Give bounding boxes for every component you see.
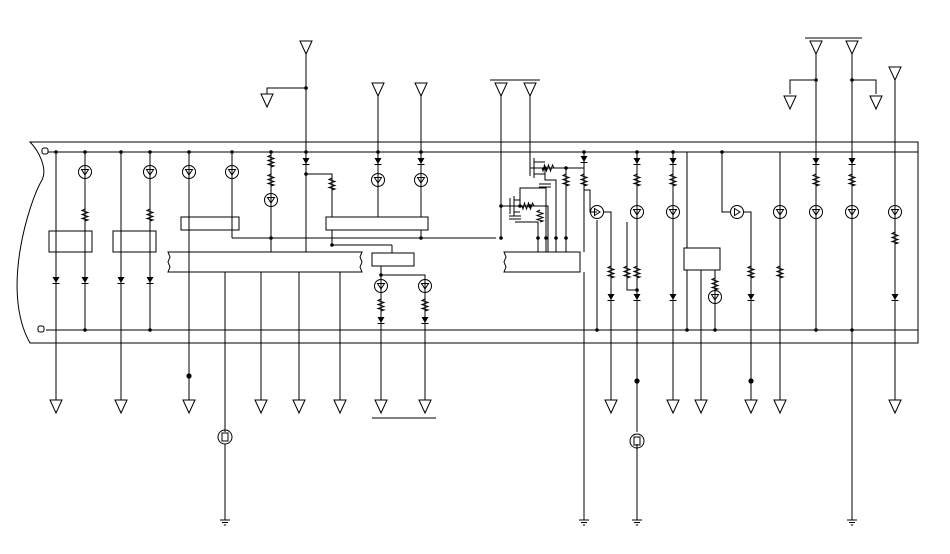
lamp-symbols	[78, 165, 902, 304]
module-box-f	[684, 248, 720, 270]
module-box-b	[113, 231, 156, 252]
control-unit-left	[168, 252, 362, 272]
module-box-c	[181, 217, 239, 230]
module-boxes	[49, 217, 720, 272]
triangle-terminals	[49, 40, 902, 414]
housing-outline	[17, 142, 918, 343]
resistor-symbols	[81, 154, 899, 312]
ground-symbols	[219, 513, 858, 526]
module-box-a	[49, 231, 92, 252]
diode-symbols	[52, 155, 899, 324]
jack-symbols	[217, 429, 645, 449]
control-unit-right	[504, 252, 580, 272]
wires	[56, 38, 895, 514]
module-box-d	[326, 217, 428, 230]
connector-bottom-terminal	[38, 326, 44, 332]
plug-dots	[186, 373, 754, 384]
transistor-capacitor-cluster	[509, 158, 551, 219]
module-box-e	[372, 253, 414, 266]
junction-dots	[54, 78, 854, 332]
connector-top-terminal	[42, 148, 48, 154]
